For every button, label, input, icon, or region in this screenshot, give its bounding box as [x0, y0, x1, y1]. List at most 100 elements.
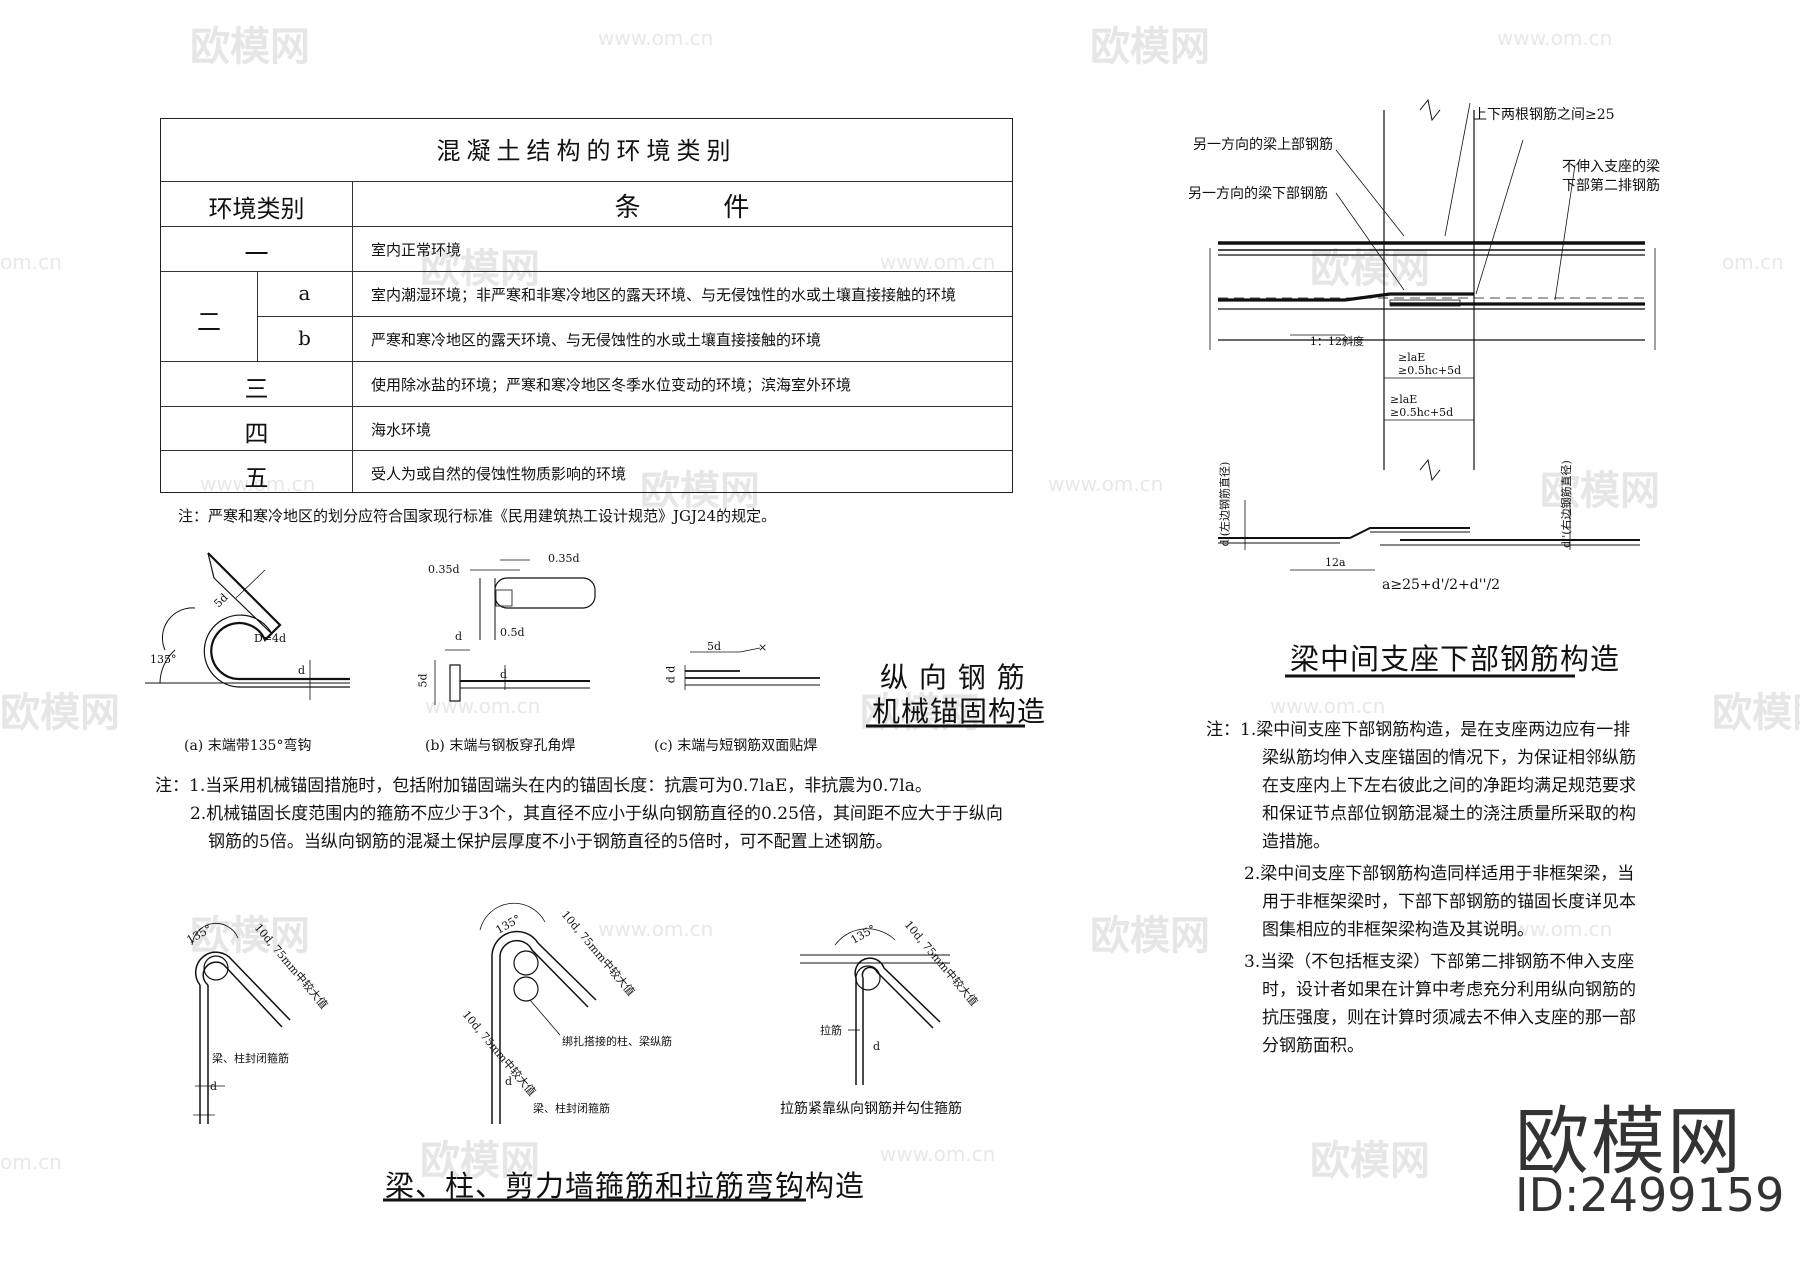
caption-c: (c) 末端与短钢筋双面贴焊: [654, 738, 818, 754]
table-title: 混凝土结构的环境类别: [436, 137, 737, 165]
beam-note-10: 时，设计者如果在计算中考虑充分利用纵向钢筋的: [1262, 980, 1636, 1000]
env-subcategory-2b: b: [298, 326, 311, 350]
env-condition-3: 使用除冰盐的环境；严寒和寒冷地区冬季水位变动的环境；滨海室外环境: [371, 376, 852, 394]
hook3-tie: 拉筋: [820, 1024, 842, 1037]
env-category-2: 二: [197, 308, 221, 336]
watermark-url: www.om.cn: [598, 26, 714, 50]
watermark-url: www.om.cn: [1497, 26, 1613, 50]
beam-note-11: 抗压强度，则在计算时须减去不伸入支座的那一部: [1262, 1008, 1636, 1028]
env-condition-5: 受人为或自然的侵蚀性物质影响的环境: [371, 465, 627, 483]
env-category-5: 五: [244, 464, 269, 492]
beam-block-title: 梁中间支座下部钢筋构造: [1290, 642, 1621, 676]
watermark-brand: 欧模网: [420, 1138, 540, 1184]
watermark-brand: 欧模网: [190, 913, 310, 959]
env-condition-2b: 严寒和寒冷地区的露天环境、与无侵蚀性的水或土壤直接接触的环境: [371, 331, 822, 349]
watermark-brand: 欧模网: [1540, 468, 1660, 514]
watermark-brand: 欧模网: [420, 246, 540, 292]
label-b-035-right: 0.35d: [548, 552, 580, 565]
env-condition-1: 室内正常环境: [371, 241, 462, 259]
watermark-url: www.om.cn: [880, 1142, 996, 1166]
watermark-brand: 欧模网: [1712, 690, 1800, 736]
label-a-diameter: D=4d: [254, 632, 287, 645]
watermark-brand: 欧模网: [0, 690, 120, 736]
hook-stirrup-figure-2: [479, 902, 597, 1124]
label-b-5d: 5d: [416, 673, 430, 688]
environment-category-table: 混凝土结构的环境类别 环境类别 条 件 一 室内正常环境 二 a 室内潮湿环境；…: [160, 118, 1013, 493]
anchor-title-line1: 纵 向 钢 筋: [880, 661, 1026, 694]
beam-support-figure: [1209, 98, 1656, 571]
beam-label-12a: 12a: [1325, 556, 1346, 569]
watermark-url: www.om.cn: [598, 917, 714, 941]
watermark-url: om.cn: [0, 1150, 62, 1174]
watermark-url: www.om.cn: [1048, 472, 1164, 496]
watermark-url: www.om.cn: [1497, 917, 1613, 941]
watermark-url: om.cn: [0, 250, 62, 274]
hook3-caption: 拉筋紧靠纵向钢筋并勾住箍筋: [780, 1101, 962, 1117]
beam-note-7: 用于非框架梁时，下部下部钢筋的锚固长度详见本: [1262, 892, 1636, 912]
beam-label-la1: ≥laE: [1398, 351, 1426, 364]
anchor-note-3: 钢筋的5倍。当纵向钢筋的混凝土保护层厚度不小于钢筋直径的5倍时，可不配置上述钢筋…: [208, 832, 893, 852]
env-subcategory-2a: a: [298, 281, 311, 305]
column-header-env: 环境类别: [208, 195, 305, 223]
beam-note-4: 和保证节点部位钢筋混凝土的浇注质量所采取的构: [1262, 804, 1636, 824]
beam-label-la2b: ≥0.5hc+5d: [1390, 406, 1454, 419]
beam-note-6: 2.梁中间支座下部钢筋构造同样适用于非框架梁，当: [1244, 864, 1635, 884]
watermark-url: www.om.cn: [1270, 694, 1386, 718]
table-note: 注：严寒和寒冷地区的划分应符合国家现行标准《民用建筑热工设计规范》JGJ24的规…: [178, 507, 777, 525]
beam-label-other-top: 另一方向的梁上部钢筋: [1193, 137, 1333, 153]
beam-label-formula: a≥25+d'/2+d''/2: [1382, 577, 1501, 593]
anchor-hook-135-figure: [145, 552, 350, 700]
hook3-d: d: [873, 1040, 881, 1053]
hook1-stirrup: 梁、柱封闭箍筋: [212, 1052, 289, 1065]
anchor-note-2: 2.机械锚固长度范围内的箍筋不应少于3个，其直径不应小于纵向钢筋直径的0.25倍…: [190, 804, 1003, 824]
env-condition-4: 海水环境: [371, 421, 432, 439]
env-condition-2a: 室内潮湿环境；非严寒和非寒冷地区的露天环境、与无侵蚀性的水或土壤直接接触的环境: [371, 286, 957, 304]
watermark-brand: 欧模网: [640, 468, 760, 514]
anchor-note-1: 注：1.当采用机械锚固措施时，包括附加锚固端头在内的锚固长度：抗震可为0.7la…: [155, 776, 932, 796]
env-category-4: 四: [244, 420, 269, 448]
watermark-logo: 欧模网: [1515, 1099, 1743, 1185]
anchor-short-bar-figure: [684, 647, 820, 690]
column-header-condition: 条 件: [614, 193, 750, 223]
beam-note-1: 注：1.梁中间支座下部钢筋构造，是在支座两边应有一排: [1206, 720, 1631, 740]
label-a-135: 135°: [150, 653, 177, 666]
beam-label-other-bottom: 另一方向的梁下部钢筋: [1188, 186, 1328, 202]
label-c-cross: ×: [758, 641, 768, 654]
watermark-url: om.cn: [1722, 250, 1784, 274]
watermark-brand: 欧模网: [1090, 913, 1210, 959]
beam-label-la1b: ≥0.5hc+5d: [1398, 364, 1462, 377]
hook2-d: d: [505, 1075, 513, 1088]
beam-label-no-extend-2: 下部第二排钢筋: [1562, 178, 1660, 194]
hook1-d: d: [210, 1080, 218, 1093]
env-category-3: 三: [244, 375, 269, 403]
label-b-d-right: d: [500, 668, 508, 681]
watermark-brand: 欧模网: [1310, 1138, 1430, 1184]
watermark-brand: 欧模网: [1090, 24, 1210, 70]
label-a-d: d: [298, 664, 306, 677]
hook-block-title: 梁、柱、剪力墙箍筋和拉筋弯钩构造: [385, 1169, 866, 1203]
beam-note-2: 梁纵筋均伸入支座锚固的情况下，为保证相邻纵筋: [1262, 748, 1636, 768]
beam-label-no-extend-1: 不伸入支座的梁: [1562, 159, 1660, 175]
beam-note-3: 在支座内上下左右彼此之间的净距均满足规范要求: [1262, 776, 1636, 796]
hook2-bind: 绑扎搭接的柱、梁纵筋: [562, 1035, 672, 1048]
beam-note-8: 图集相应的非框架梁构造及其说明。: [1262, 920, 1534, 940]
hook-tie-figure-3: [800, 928, 950, 1085]
label-b-05d: 0.5d: [500, 626, 525, 639]
watermark-url: www.om.cn: [425, 694, 541, 718]
beam-label-slope: 1：12斜度: [1310, 335, 1364, 348]
caption-a: (a) 末端带135°弯钩: [184, 738, 312, 754]
anchor-title-line2: 机械锚固构造: [872, 695, 1047, 728]
label-c-dd: d d: [664, 665, 678, 684]
beam-note-9: 3.当梁（不包括框支梁）下部第二排钢筋不伸入支座: [1244, 952, 1635, 972]
label-b-d-top: d: [455, 630, 463, 643]
beam-label-la2: ≥laE: [1390, 393, 1418, 406]
watermark-brand: 欧模网: [1310, 246, 1430, 292]
watermark-url: www.om.cn: [880, 250, 996, 274]
hook-stirrup-figure-1: [191, 922, 291, 1124]
watermark-brand: 欧模网: [190, 24, 310, 70]
env-category-1: 一: [244, 240, 269, 268]
beam-label-left-bar: d'(左边钢筋直径): [1218, 461, 1232, 547]
beam-note-12: 分钢筋面积。: [1262, 1036, 1364, 1056]
